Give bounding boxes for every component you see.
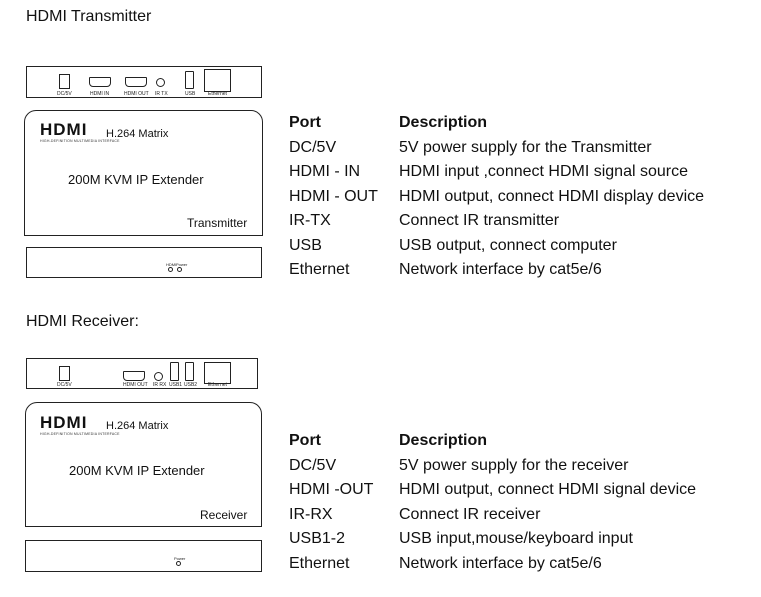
description-cell: HDMI output, connect HDMI signal device <box>399 481 697 499</box>
port-cell: HDMI - IN <box>289 163 361 181</box>
table-row: DC/5V 5V power supply for the Transmitte… <box>289 136 704 161</box>
transmitter-back-panel: DC/5V HDMI IN HDMI OUT IR TX USB Etherne… <box>26 66 262 98</box>
transmitter-section-title: HDMI Transmitter <box>26 8 152 25</box>
dc-power-port-icon <box>59 74 70 89</box>
table-row: USB1-2 USB input,mouse/keyboard input <box>289 527 696 552</box>
port-cell: DC/5V <box>289 456 337 474</box>
front-label-power: Power <box>176 262 188 267</box>
back-label-dc: DC/5V <box>57 91 72 97</box>
port-cell: DC/5V <box>289 138 337 156</box>
port-cell: IR-RX <box>289 505 333 523</box>
back-label-usb1: USB1 <box>169 382 183 388</box>
back-label-ethernet: Ethernet <box>208 382 227 388</box>
receiver-top-view: HDMI HIGH-DEFINITION MULTIMEDIA INTERFAC… <box>25 402 262 527</box>
model-label: 200M KVM IP Extender <box>68 172 204 187</box>
description-header: Description <box>399 114 488 132</box>
table-header-row: Port Description <box>289 429 696 454</box>
description-header: Description <box>399 432 488 450</box>
back-label-hdmi-out: HDMI OUT <box>123 382 148 388</box>
port-header: Port <box>289 114 321 132</box>
port-cell: Ethernet <box>289 261 350 279</box>
transmitter-port-table: Port Description DC/5V 5V power supply f… <box>289 111 704 283</box>
front-label-hdmi: HDMI <box>166 262 177 267</box>
back-label-usb2: USB2 <box>184 382 198 388</box>
description-cell: HDMI input ,connect HDMI signal source <box>399 163 688 181</box>
receiver-back-panel: DC/5V HDMI OUT IR RX USB1 USB2 Ethernet <box>26 358 258 389</box>
port-cell: Ethernet <box>289 554 350 572</box>
back-label-ir-rx: IR RX <box>153 382 167 388</box>
description-cell: USB output, connect computer <box>399 236 617 254</box>
table-row: USB USB output, connect computer <box>289 234 704 259</box>
table-row: DC/5V 5V power supply for the receiver <box>289 454 696 479</box>
receiver-front-panel: Power <box>25 540 262 572</box>
table-header-row: Port Description <box>289 111 704 136</box>
matrix-label: H.264 Matrix <box>106 420 169 432</box>
ethernet-port-icon <box>204 69 231 92</box>
power-led-icon <box>177 267 182 272</box>
description-cell: 5V power supply for the Transmitter <box>399 138 652 156</box>
hdmi-logo-subtitle: HIGH-DEFINITION MULTIMEDIA INTERFACE <box>40 432 120 436</box>
description-cell: USB input,mouse/keyboard input <box>399 530 633 548</box>
usb-port-icon <box>185 71 194 89</box>
unit-label: Receiver <box>200 508 248 522</box>
port-cell: USB <box>289 236 322 254</box>
description-cell: Network interface by cat5e/6 <box>399 261 602 279</box>
table-row: HDMI - IN HDMI input ,connect HDMI signa… <box>289 160 704 185</box>
port-cell: IR-TX <box>289 212 331 230</box>
back-label-hdmi-in: HDMI IN <box>90 91 110 97</box>
port-cell: HDMI - OUT <box>289 187 378 205</box>
description-cell: HDMI output, connect HDMI display device <box>399 187 705 205</box>
hdmi-logo-subtitle: HIGH-DEFINITION MULTIMEDIA INTERFACE <box>40 139 120 143</box>
hdmi-in-port-icon <box>89 77 111 87</box>
dc-power-port-icon <box>59 366 70 381</box>
hdmi-logo-icon: HDMI <box>40 120 88 139</box>
ir-tx-port-icon <box>156 78 165 87</box>
ethernet-port-icon <box>204 362 231 384</box>
hdmi-led-icon <box>168 267 173 272</box>
matrix-label: H.264 Matrix <box>106 128 169 140</box>
hdmi-out-port-icon <box>125 77 147 87</box>
table-row: HDMI -OUT HDMI output, connect HDMI sign… <box>289 478 696 503</box>
transmitter-front-panel: HDMI Power <box>26 247 262 278</box>
table-row: IR-RX Connect IR receiver <box>289 503 696 528</box>
hdmi-logo-icon: HDMI <box>40 413 88 432</box>
description-cell: 5V power supply for the receiver <box>399 456 629 474</box>
usb1-port-icon <box>170 362 179 381</box>
table-row: Ethernet Network interface by cat5e/6 <box>289 258 704 283</box>
back-label-dc: DC/5V <box>57 382 72 388</box>
unit-label: Transmitter <box>187 216 248 230</box>
ir-rx-port-icon <box>154 372 163 381</box>
usb2-port-icon <box>185 362 194 381</box>
power-led-icon <box>176 561 181 566</box>
back-label-ethernet: Ethernet <box>208 91 227 97</box>
receiver-section-title: HDMI Receiver: <box>26 313 139 330</box>
front-label-power: Power <box>174 556 186 561</box>
table-row: IR-TX Connect IR transmitter <box>289 209 704 234</box>
back-label-hdmi-out: HDMI OUT <box>124 91 149 97</box>
model-label: 200M KVM IP Extender <box>69 463 205 478</box>
table-row: Ethernet Network interface by cat5e/6 <box>289 552 696 577</box>
back-label-ir-tx: IR TX <box>155 91 168 97</box>
hdmi-out-port-icon <box>123 371 145 381</box>
description-cell: Connect IR transmitter <box>399 212 560 230</box>
receiver-port-table: Port Description DC/5V 5V power supply f… <box>289 429 696 576</box>
transmitter-top-view: HDMI HIGH-DEFINITION MULTIMEDIA INTERFAC… <box>24 110 263 236</box>
port-cell: HDMI -OUT <box>289 481 374 499</box>
description-cell: Connect IR receiver <box>399 505 541 523</box>
port-cell: USB1-2 <box>289 530 346 548</box>
table-row: HDMI - OUT HDMI output, connect HDMI dis… <box>289 185 704 210</box>
back-label-usb: USB <box>185 91 196 97</box>
description-cell: Network interface by cat5e/6 <box>399 554 602 572</box>
port-header: Port <box>289 432 321 450</box>
